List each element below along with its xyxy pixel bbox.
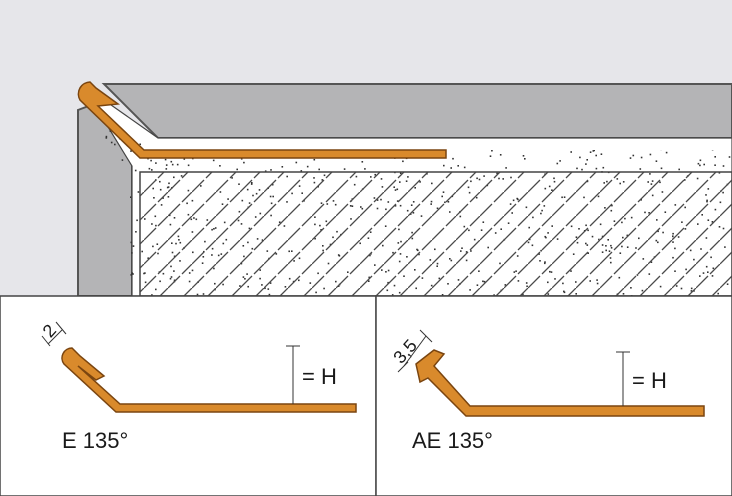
height-marker-2 [616,351,630,406]
corner-profile [77,81,447,159]
profile-e-135 [61,347,357,413]
dimension-2-marker [41,321,67,347]
height-label-1: = H [302,364,337,389]
profile-ae-135 [415,349,705,417]
profile-label-ae-135: AE 135° [412,428,493,453]
top-tile [101,83,732,139]
height-marker-1 [286,345,300,404]
substrate [139,171,732,297]
panel-e-135 [0,295,377,496]
dimension-3-5-marker [397,329,433,373]
panel-ae-135 [375,295,732,496]
profile-label-e-135: E 135° [62,428,128,453]
height-label-2: = H [632,368,667,393]
